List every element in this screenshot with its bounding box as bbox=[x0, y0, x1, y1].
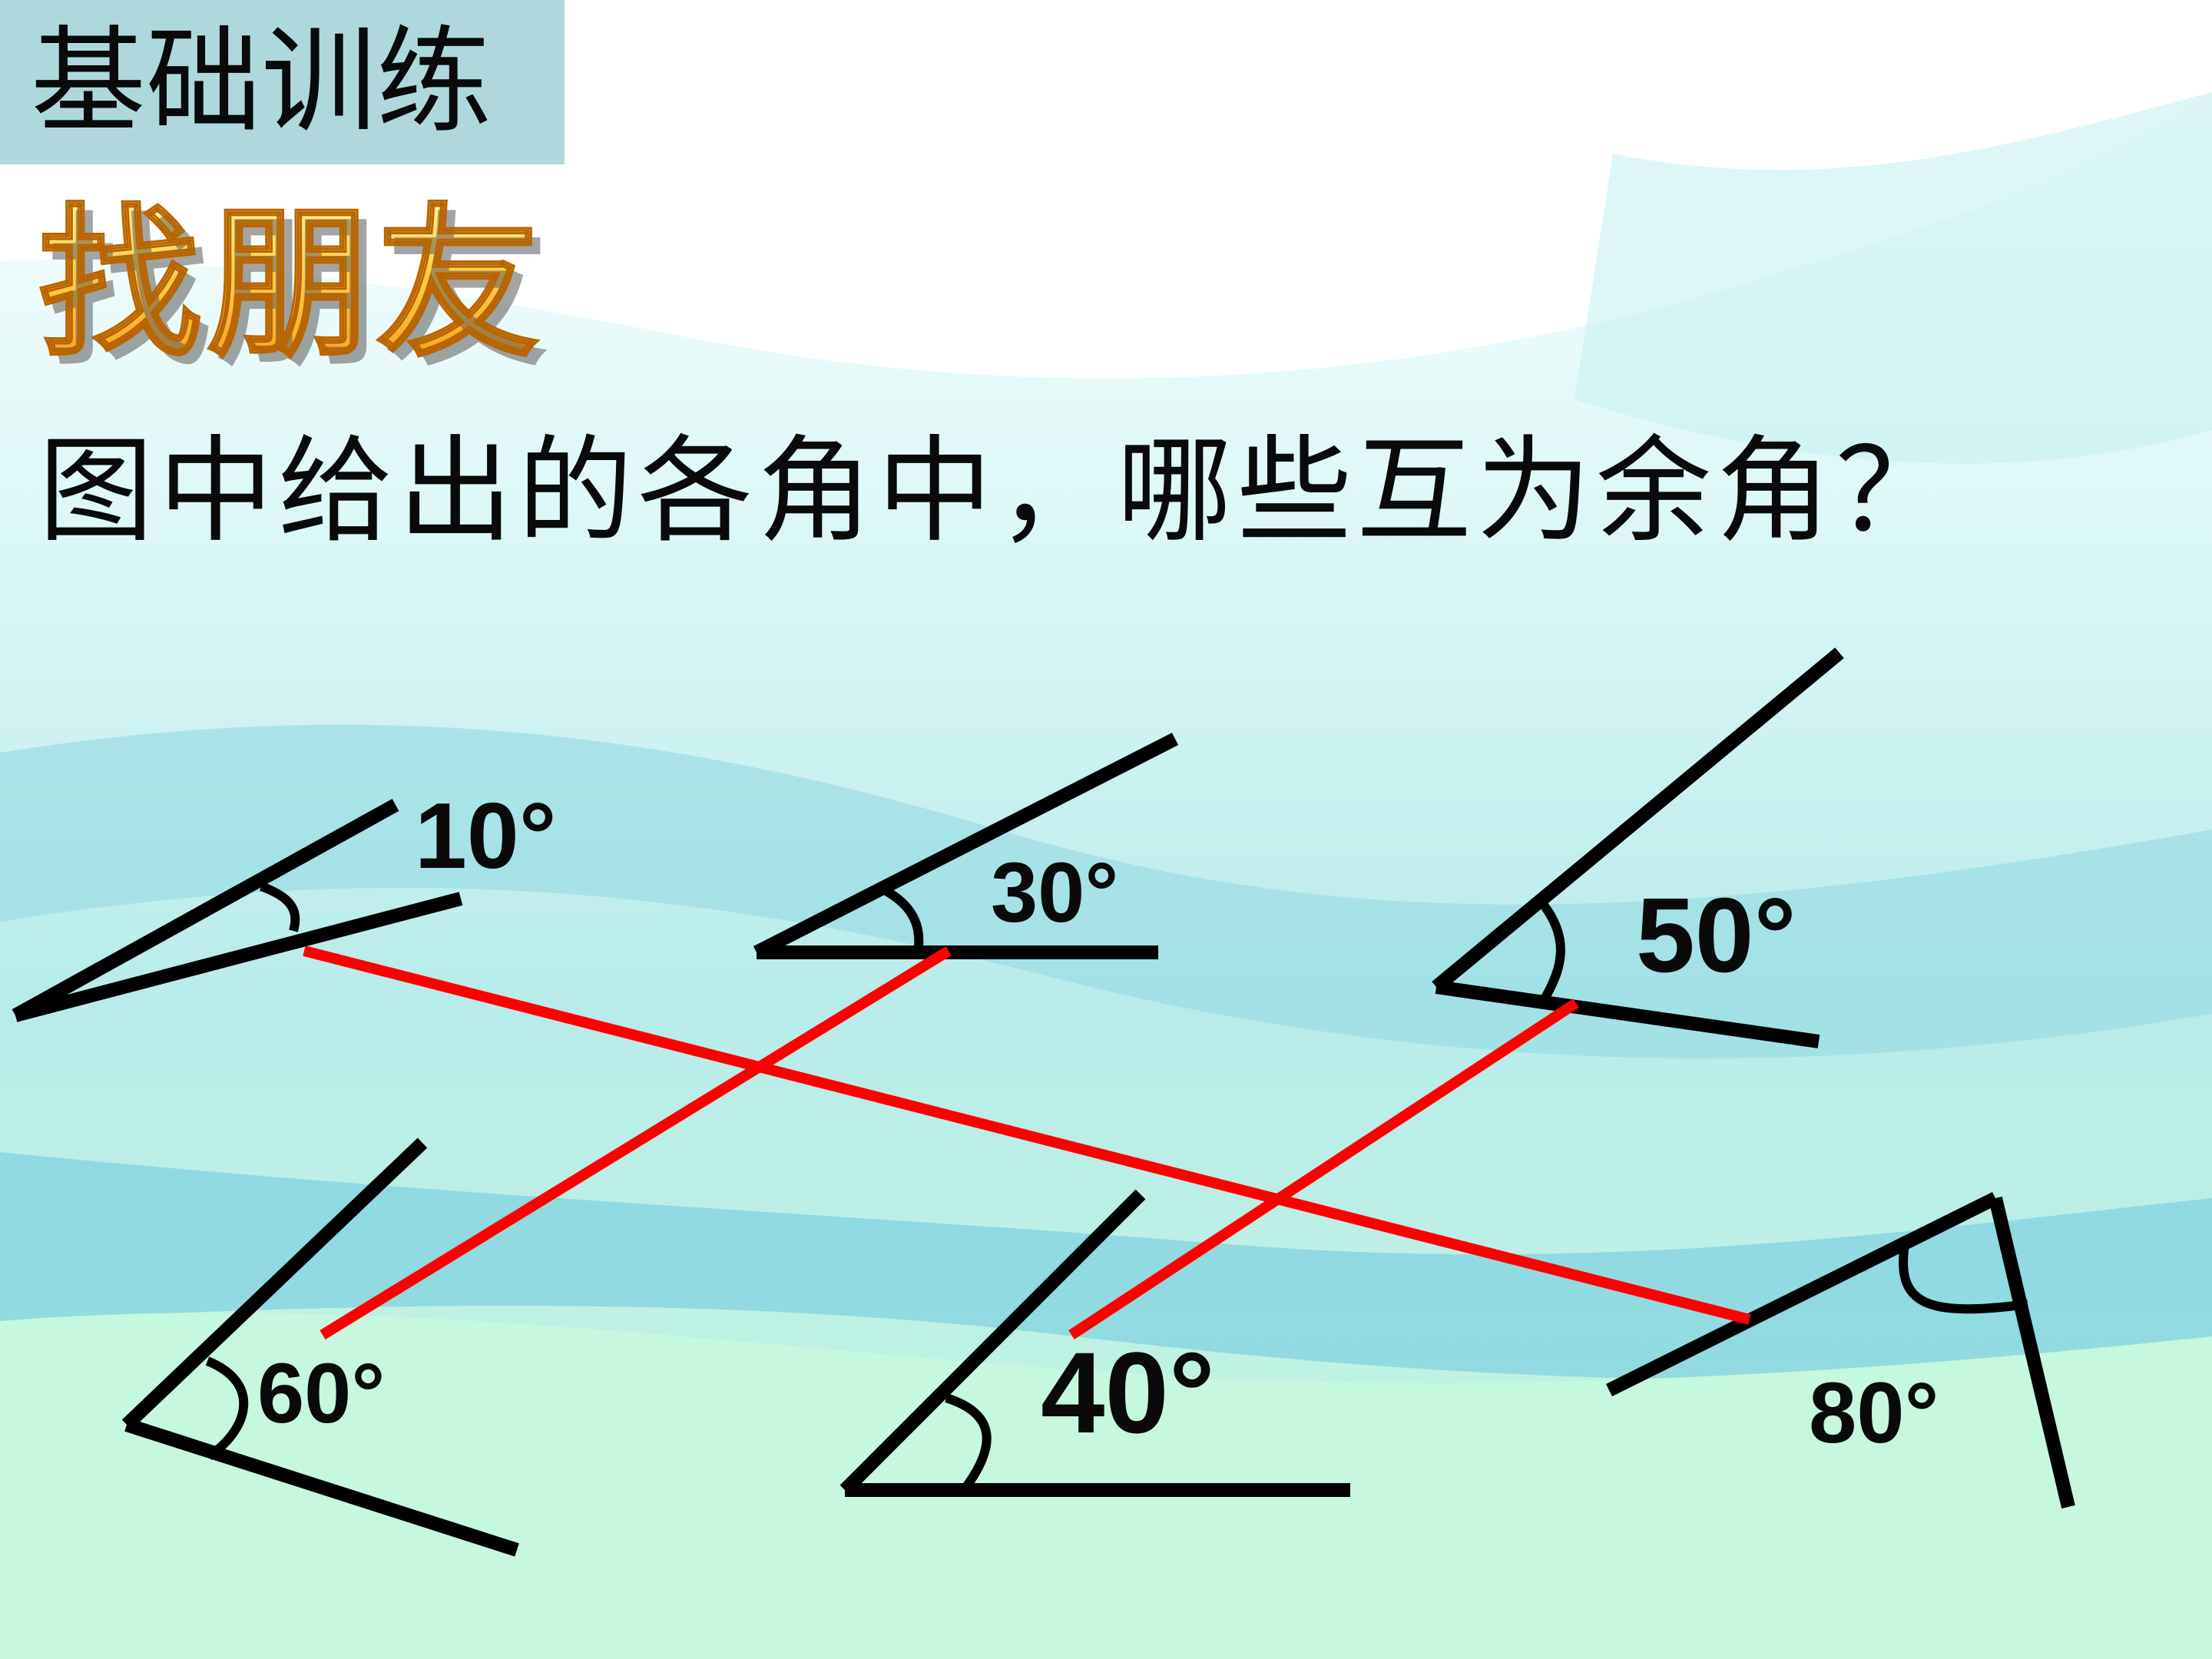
connector-50-40 bbox=[1068, 998, 1579, 1339]
angle-60 bbox=[121, 1137, 519, 1557]
angle-30 bbox=[753, 732, 1179, 959]
angle-80 bbox=[1605, 1191, 2075, 1509]
connector-30-60 bbox=[320, 946, 952, 1339]
angle-label-80: 80° bbox=[1809, 1365, 1939, 1461]
angle-label-60: 60° bbox=[257, 1346, 385, 1441]
connector-10-80 bbox=[303, 945, 1751, 1325]
angle-label-40: 40° bbox=[1041, 1328, 1215, 1457]
section-tag: 基础训练 bbox=[0, 0, 565, 164]
angle-50 bbox=[1432, 647, 1844, 1048]
slide-title: 找朋友 bbox=[38, 189, 545, 379]
angle-label-30: 30° bbox=[991, 846, 1118, 940]
angle-label-10: 10° bbox=[415, 783, 557, 888]
question-text: 图中给出的各角中，哪些互为余角？ bbox=[38, 425, 1956, 558]
angle-label-50: 50° bbox=[1636, 876, 1796, 995]
angle-40 bbox=[839, 1189, 1350, 1497]
angle-10 bbox=[12, 799, 463, 1022]
